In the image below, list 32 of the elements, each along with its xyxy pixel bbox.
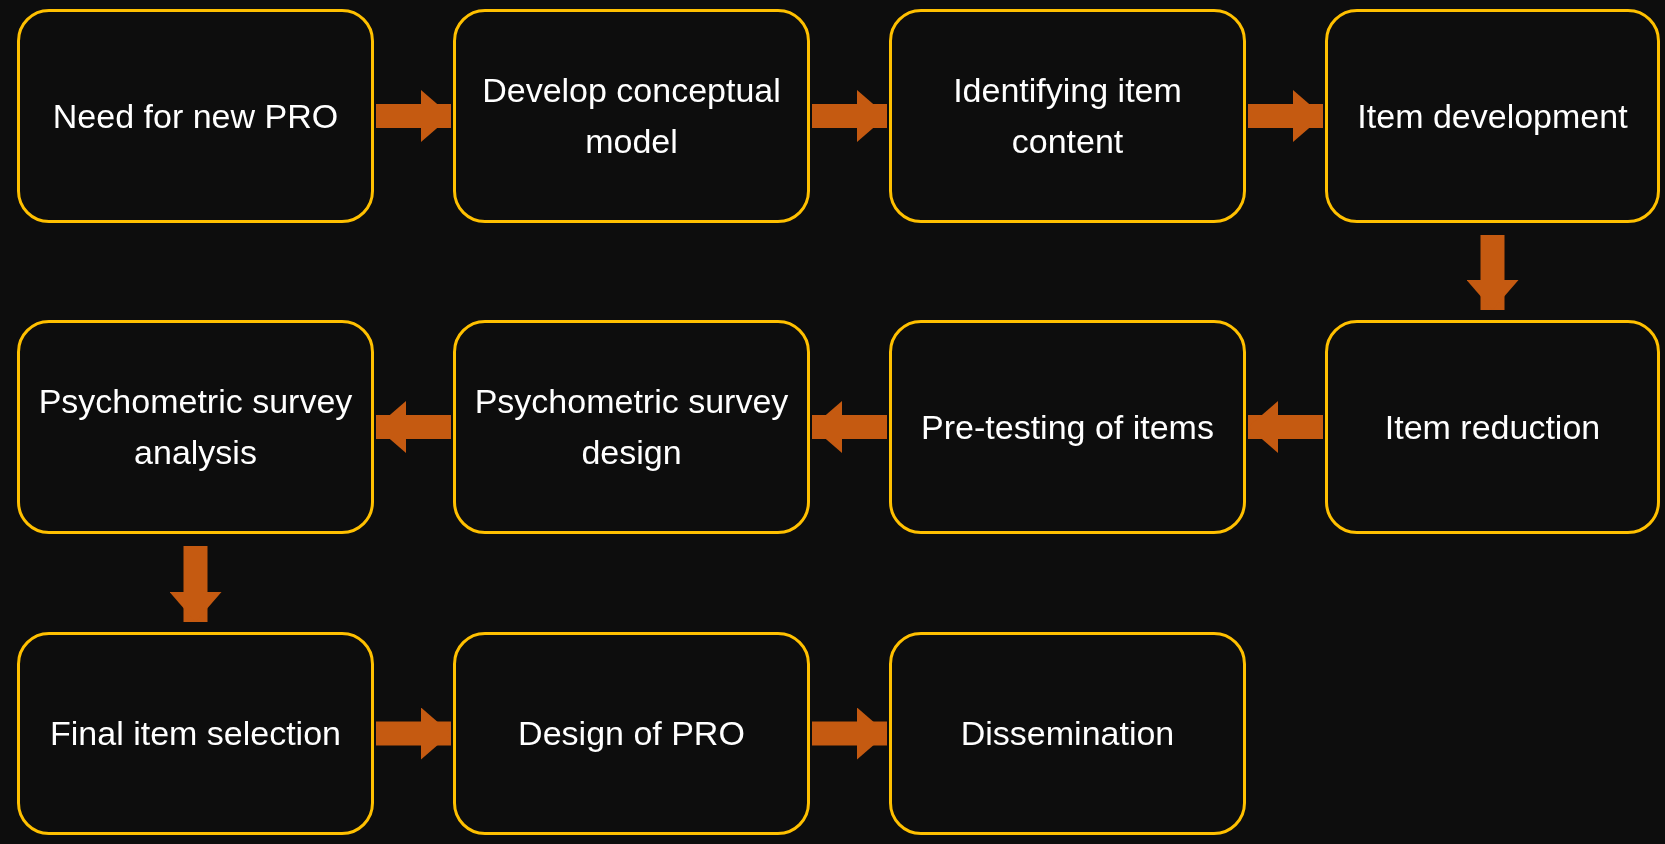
process-box [889,632,1246,835]
block-arrow [376,707,451,760]
step-label: Develop conceptual model [481,70,782,162]
block-arrow [376,90,451,142]
block-arrow [1248,401,1323,453]
process-box [17,9,374,223]
step-label: Psychometric survey design [473,381,790,473]
process-box [889,9,1246,223]
block-arrow [812,90,887,142]
step-label: Need for new PRO [51,95,340,137]
block-arrow [1466,235,1519,310]
block-arrow [376,401,451,453]
block-arrow [169,546,222,622]
block-arrow [812,707,887,760]
step-label: Design of PRO [517,713,746,754]
process-box [17,320,374,534]
step-label: Item reduction [1383,406,1602,448]
block-arrow [1248,90,1323,142]
process-box [1325,320,1660,534]
step-label: Identifying item content [952,70,1183,162]
block-arrow [812,401,887,453]
step-label: Psychometric survey analysis [37,381,354,473]
process-box [453,9,810,223]
step-label: Dissemination [959,713,1176,754]
process-box [17,632,374,835]
step-label: Item development [1356,95,1629,137]
process-box [453,632,810,835]
process-box [1325,9,1660,223]
step-label: Pre-testing of items [920,406,1215,448]
step-label: Final item selection [49,713,342,754]
process-box [453,320,810,534]
process-box [889,320,1246,534]
